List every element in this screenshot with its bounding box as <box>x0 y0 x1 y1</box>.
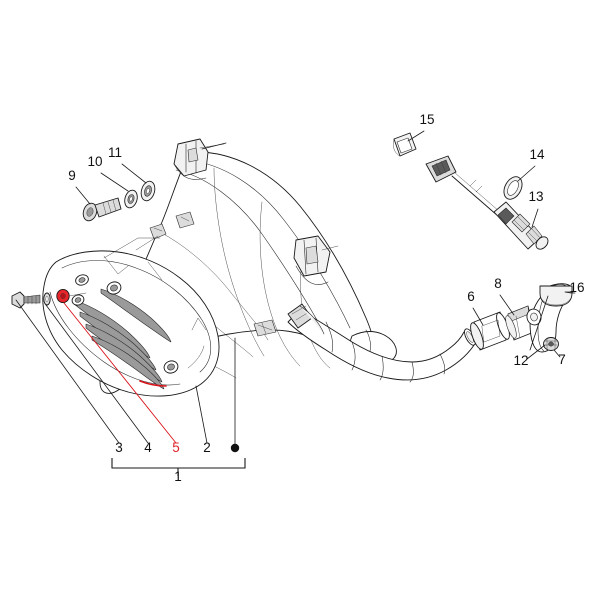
callout-label-8: 8 <box>494 276 502 291</box>
callout-label-14: 14 <box>529 147 545 162</box>
muffler-top-bracket <box>173 138 225 180</box>
heat-shield-louvers <box>73 288 172 390</box>
callout-label-3: 3 <box>115 440 123 455</box>
callout-labels: 1 2 3 4 5 6 7 8 9 10 11 12 13 14 15 16 <box>68 112 584 484</box>
part-flange-bolt-set <box>82 180 156 222</box>
callout-label-16: 16 <box>569 280 584 295</box>
callout-label-11: 11 <box>108 145 122 160</box>
leader-lines <box>15 130 576 445</box>
callout-label-15: 15 <box>419 112 434 127</box>
callout-label-7: 7 <box>558 352 566 367</box>
callout-label-1: 1 <box>174 469 182 484</box>
assembly-bracket <box>111 458 246 476</box>
callout-label-4: 4 <box>144 440 152 455</box>
assembly-endpoint-dot <box>230 443 240 453</box>
callout-label-5: 5 <box>172 440 180 455</box>
callout-label-13: 13 <box>528 189 543 204</box>
part-heat-shield-hardware <box>11 288 87 309</box>
muffler-weld-tabs <box>149 211 339 337</box>
callout-label-6: 6 <box>467 289 475 304</box>
part-oxygen-sensor <box>393 132 549 250</box>
callout-label-2: 2 <box>203 440 211 455</box>
callout-label-12: 12 <box>513 353 528 368</box>
part-exhaust-sleeve <box>470 311 510 351</box>
callout-label-10: 10 <box>87 154 102 169</box>
callout-label-9: 9 <box>68 168 76 183</box>
construction-lines <box>103 235 161 259</box>
